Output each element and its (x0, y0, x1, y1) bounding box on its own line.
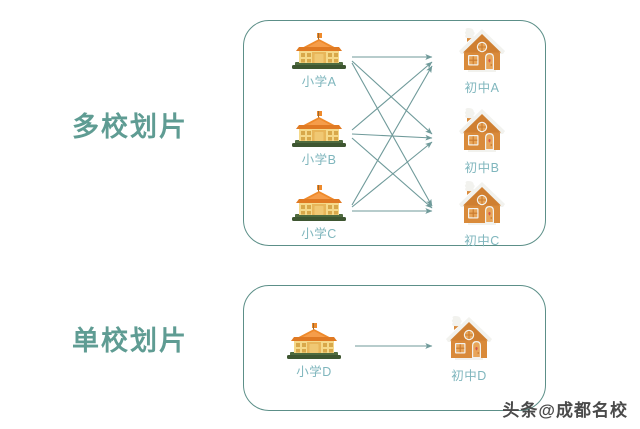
node-label: 初中C (464, 234, 500, 248)
primary-school-icon (292, 111, 346, 147)
node-label: 小学B (301, 153, 337, 167)
junior-high-house-icon (459, 180, 505, 225)
node-junior-high-d[interactable]: 初中D (427, 312, 511, 384)
node-primary-school-a[interactable]: 小学A (277, 32, 361, 90)
junior-high-house-icon (446, 315, 492, 360)
watermark: 头条@成都名校 (502, 401, 628, 420)
node-primary-school-c[interactable]: 小学C (277, 184, 361, 242)
primary-school-icon (292, 185, 346, 221)
panel-single-school (243, 285, 546, 411)
node-label: 初中D (451, 369, 487, 383)
node-label: 小学A (301, 75, 337, 89)
node-label: 小学C (301, 227, 337, 241)
node-label: 小学D (296, 365, 332, 379)
node-label: 初中B (464, 161, 500, 175)
node-junior-high-b[interactable]: 初中B (440, 104, 524, 176)
node-primary-school-d[interactable]: 小学D (272, 322, 356, 380)
node-junior-high-c[interactable]: 初中C (440, 177, 524, 249)
section-title-single-school: 单校划片 (72, 326, 188, 356)
junior-high-house-icon (459, 107, 505, 152)
primary-school-icon (292, 33, 346, 69)
section-title-multi-school: 多校划片 (72, 112, 188, 142)
junior-high-house-icon (459, 27, 505, 72)
node-primary-school-b[interactable]: 小学B (277, 110, 361, 168)
node-label: 初中A (464, 81, 500, 95)
primary-school-icon (287, 323, 341, 359)
node-junior-high-a[interactable]: 初中A (440, 24, 524, 96)
